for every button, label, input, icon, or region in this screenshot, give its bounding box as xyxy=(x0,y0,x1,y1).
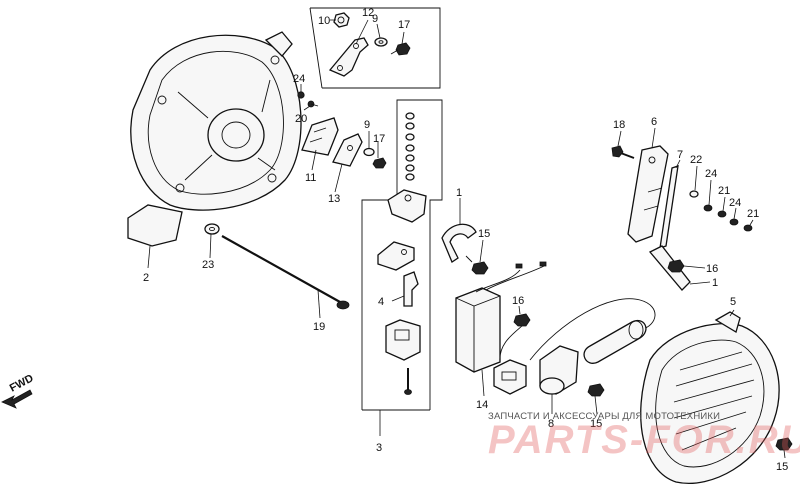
bracket-assembly-frame xyxy=(309,7,441,89)
leader-lines xyxy=(147,19,786,459)
callout-24c: 24 xyxy=(729,197,741,209)
callout-24a: 24 xyxy=(293,73,305,85)
plate-13-part xyxy=(332,133,363,167)
long-bolt-part xyxy=(221,235,350,310)
callout-6: 6 xyxy=(651,116,657,128)
screw-20-part xyxy=(307,100,319,108)
nut-21b-part xyxy=(743,224,753,232)
callout-7: 7 xyxy=(677,149,683,161)
callout-15c: 15 xyxy=(776,461,788,473)
callout-11: 11 xyxy=(305,172,316,184)
callout-22: 22 xyxy=(690,154,702,166)
callout-10: 10 xyxy=(318,15,330,27)
rod-7-part xyxy=(659,165,679,249)
rear-cover-part xyxy=(640,311,780,484)
callout-12: 12 xyxy=(362,7,374,19)
callout-17a: 17 xyxy=(398,19,410,31)
bolt-15c-part xyxy=(775,437,793,451)
bracket-6-part xyxy=(627,145,669,243)
callout-14: 14 xyxy=(476,399,488,411)
washer-23-part xyxy=(204,223,220,235)
callout-5: 5 xyxy=(730,296,736,308)
callout-16a: 16 xyxy=(512,295,524,307)
callout-4: 4 xyxy=(378,296,384,308)
bolt-15a-part xyxy=(465,255,489,275)
callout-21b: 21 xyxy=(747,208,759,220)
spacer-stack-part xyxy=(405,112,415,181)
nut-21a-part xyxy=(717,210,727,218)
plate-11-part xyxy=(301,117,339,156)
callout-16b: 16 xyxy=(706,263,718,275)
watermark-brand: PARTS-FOR.RU xyxy=(488,418,800,462)
callout-9b: 9 xyxy=(364,119,370,131)
callout-21a: 21 xyxy=(718,185,730,197)
callout-20: 20 xyxy=(295,113,307,125)
upper-bracket-part xyxy=(387,189,427,223)
callout-18: 18 xyxy=(613,119,625,131)
bolt-part xyxy=(390,42,411,56)
bolt-15b-part xyxy=(587,383,605,397)
nut-24b-part xyxy=(703,204,713,212)
screw-3-part xyxy=(404,368,412,395)
callout-17b: 17 xyxy=(373,133,385,145)
callout-1b: 1 xyxy=(712,277,718,289)
nut-part xyxy=(333,12,350,28)
clamp-plate-part xyxy=(377,241,415,271)
bolt-16b-part xyxy=(667,259,685,273)
fuse-holder-4-part xyxy=(403,271,419,307)
regulator-block-part xyxy=(385,319,421,361)
stator-housing-part xyxy=(127,31,302,247)
watermark-caption: ЗАПЧАСТИ И АКСЕССУАРЫ ДЛЯ МОТОТЕХНИКИ xyxy=(488,411,721,422)
callout-3: 3 xyxy=(376,442,382,454)
condenser-part xyxy=(529,298,656,395)
callout-13: 13 xyxy=(328,193,340,205)
callout-2: 2 xyxy=(143,272,149,284)
callout-labels: 10 12 9 17 24 20 9 17 11 13 2 23 19 1 15… xyxy=(143,7,788,473)
bolt-16a-part xyxy=(513,313,531,327)
washer-9b-part xyxy=(363,147,375,157)
callout-19: 19 xyxy=(313,321,325,333)
fwd-label: FWD xyxy=(8,372,36,394)
callout-24b: 24 xyxy=(705,168,717,180)
bolt-18-part xyxy=(611,145,635,159)
callout-8: 8 xyxy=(548,418,554,430)
callout-1a: 1 xyxy=(456,187,462,199)
forward-arrow-indicator: FWD xyxy=(1,372,36,409)
screw-24-part xyxy=(297,91,305,99)
nut-24c-part xyxy=(729,218,739,226)
callout-23: 23 xyxy=(202,259,214,271)
wire-clamp-part xyxy=(441,223,477,263)
callout-15a: 15 xyxy=(478,228,490,240)
washer-part xyxy=(374,37,388,47)
washer-22-part xyxy=(689,190,699,198)
callout-9a: 9 xyxy=(372,13,378,25)
regulator-assembly-frame xyxy=(361,99,443,411)
bolt-17b-part xyxy=(372,157,387,169)
mounting-bracket-part xyxy=(328,37,369,77)
callout-15b: 15 xyxy=(590,418,602,430)
connector-part xyxy=(493,319,529,395)
cdi-unit-part xyxy=(455,261,547,373)
